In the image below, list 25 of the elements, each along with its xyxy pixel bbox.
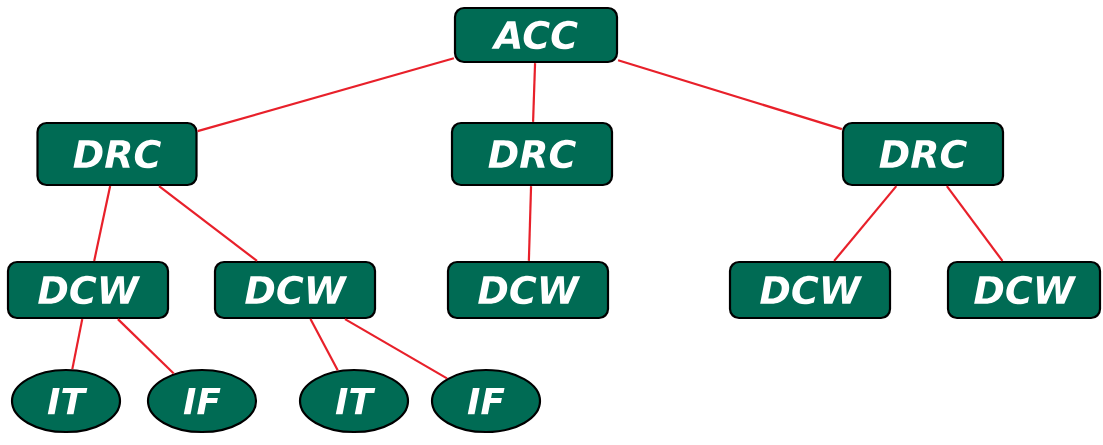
connector-line — [71, 318, 84, 370]
rounded-box: DCW — [446, 260, 610, 320]
rounded-box: DCW — [946, 260, 1102, 320]
connector-line — [158, 185, 258, 262]
connector-line — [117, 318, 175, 375]
rounded-box: DCW — [213, 260, 377, 320]
connector-line — [945, 185, 1004, 262]
rounded-box: DRC — [841, 121, 1005, 187]
ellipse-node: IF — [146, 368, 258, 434]
rounded-box: DRC — [450, 121, 614, 187]
rounded-box: DCW — [728, 260, 892, 320]
rounded-box: DRC — [36, 121, 198, 187]
connector-line — [93, 185, 112, 262]
connector-line — [197, 57, 455, 133]
connector-line — [833, 185, 898, 262]
rounded-box: ACC — [453, 6, 619, 64]
ellipse-node: IT — [298, 368, 410, 434]
connector-line — [532, 63, 537, 122]
connector-line — [344, 318, 448, 380]
ellipse-node: IF — [430, 368, 542, 434]
rounded-box: DCW — [6, 260, 170, 320]
connector-line — [617, 59, 843, 131]
connector-line — [309, 318, 339, 371]
ellipse-node: IT — [10, 368, 122, 434]
connector-line — [527, 186, 533, 261]
